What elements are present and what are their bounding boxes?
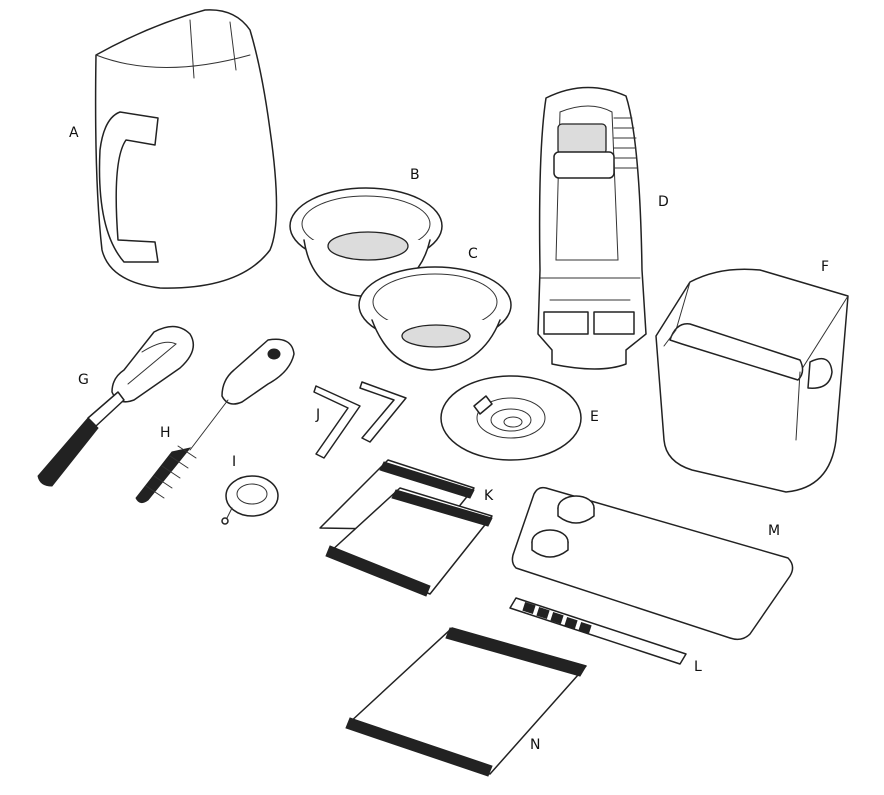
label-i: I [232, 454, 236, 470]
cleaning-pin-illustration [221, 475, 279, 525]
cleaning-disc-tablets-illustration [511, 486, 794, 641]
label-k: K [484, 488, 494, 504]
label-l: L [694, 659, 702, 675]
label-a: A [69, 125, 79, 141]
filter-basket-double-illustration [358, 266, 512, 371]
descaling-sachet-illustration [345, 627, 587, 777]
label-g: G [78, 372, 89, 388]
label-b: B [410, 167, 420, 183]
water-filter-holder-illustration [537, 86, 647, 370]
label-c: C [468, 246, 478, 262]
water-hardness-strip-illustration [509, 597, 687, 665]
label-f: F [821, 259, 829, 275]
label-m: M [768, 523, 780, 539]
label-e: E [590, 409, 599, 425]
milk-jug-illustration [94, 9, 278, 289]
cleaning-brush-illustration [135, 338, 295, 504]
knock-box-illustration [655, 268, 849, 493]
label-n: N [530, 737, 540, 753]
allen-keys-illustration [313, 381, 407, 459]
group-head-brush-illustration [37, 325, 195, 487]
cleaning-tablets-illustration [319, 459, 493, 597]
label-h: H [160, 425, 171, 441]
razor-dose-trimming-tool-illustration [440, 375, 582, 461]
label-j: J [315, 407, 320, 423]
label-d: D [658, 194, 669, 210]
